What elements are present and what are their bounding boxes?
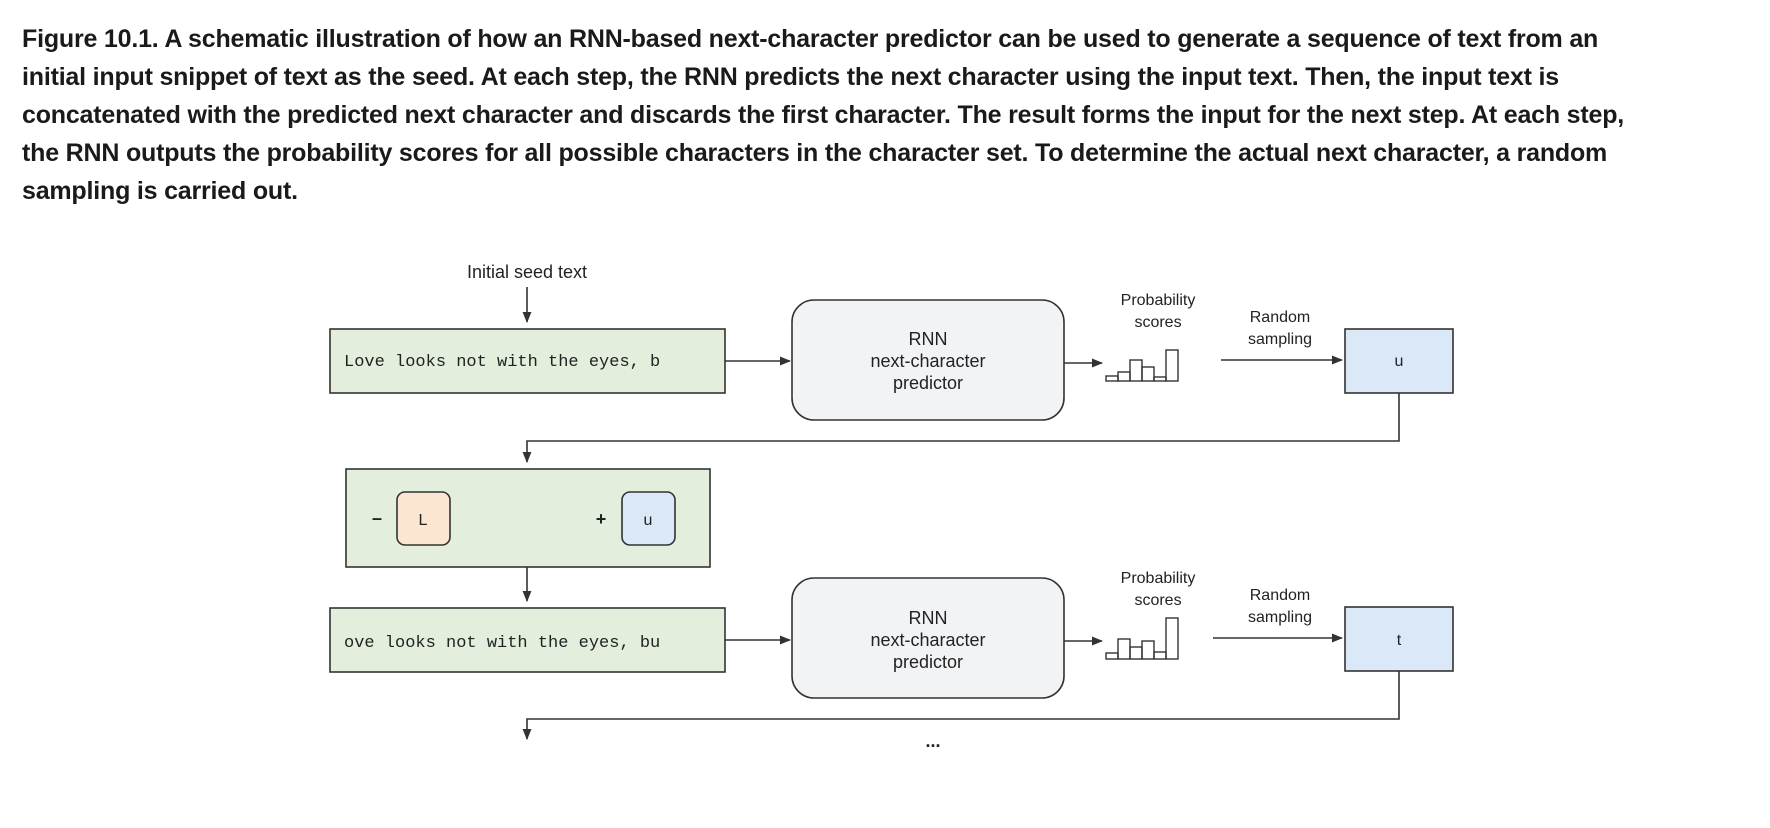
rnn-label-line1: RNN <box>909 329 948 349</box>
plus-sign: + <box>596 509 607 529</box>
sampling-label-line2: sampling <box>1248 609 1312 626</box>
continuation-ellipsis: ... <box>925 731 940 751</box>
removed-char-box <box>396 491 451 546</box>
caption-line: Figure 10.1. A schematic illustration of… <box>22 25 1599 53</box>
seed-label: Initial seed text <box>467 262 587 282</box>
feedback-arrow-step1 <box>522 393 1400 464</box>
added-char-box <box>621 491 676 546</box>
output-char-step1: u <box>1395 353 1404 370</box>
caption-line: initial input snippet of text as the see… <box>22 63 1559 91</box>
probability-histogram-icon <box>1105 349 1179 382</box>
input-text-box-step2 <box>329 607 726 673</box>
sampling-label-line2: sampling <box>1248 331 1312 348</box>
caption-line: sampling is carried out. <box>22 177 298 205</box>
rnn-label-line3: predictor <box>893 373 963 393</box>
probability-label-line1: Probability <box>1121 292 1196 309</box>
sampling-label-line1: Random <box>1250 587 1310 604</box>
probability-label-line1: Probability <box>1121 570 1196 587</box>
caption-line: the RNN outputs the probability scores f… <box>22 139 1608 167</box>
rnn-label-line2: next-character <box>870 630 985 650</box>
probability-histogram-icon <box>1105 617 1179 660</box>
added-char: u <box>644 512 653 529</box>
removed-char: L <box>419 512 428 529</box>
figure-caption: Figure 10.1. A schematic illustration of… <box>22 20 1752 210</box>
sampling-label-line1: Random <box>1250 309 1310 326</box>
output-char-step2: t <box>1397 632 1402 649</box>
input-text-step2: ove looks not with the eyes, bu <box>344 634 660 653</box>
feedback-arrow-step2 <box>522 671 1400 741</box>
minus-sign: – <box>372 508 382 528</box>
input-text-box-step1 <box>329 328 726 394</box>
rnn-label-line1: RNN <box>909 608 948 628</box>
caption-line: concatenated with the predicted next cha… <box>22 101 1625 129</box>
rnn-predictor-box-step2 <box>791 577 1065 699</box>
rnn-label-line3: predictor <box>893 652 963 672</box>
rnn-predictor-box-step1 <box>791 299 1065 421</box>
input-text-step1: Love looks not with the eyes, b <box>344 353 660 372</box>
probability-label-line2: scores <box>1134 314 1181 331</box>
probability-label-line2: scores <box>1134 592 1181 609</box>
rnn-label-line2: next-character <box>870 351 985 371</box>
